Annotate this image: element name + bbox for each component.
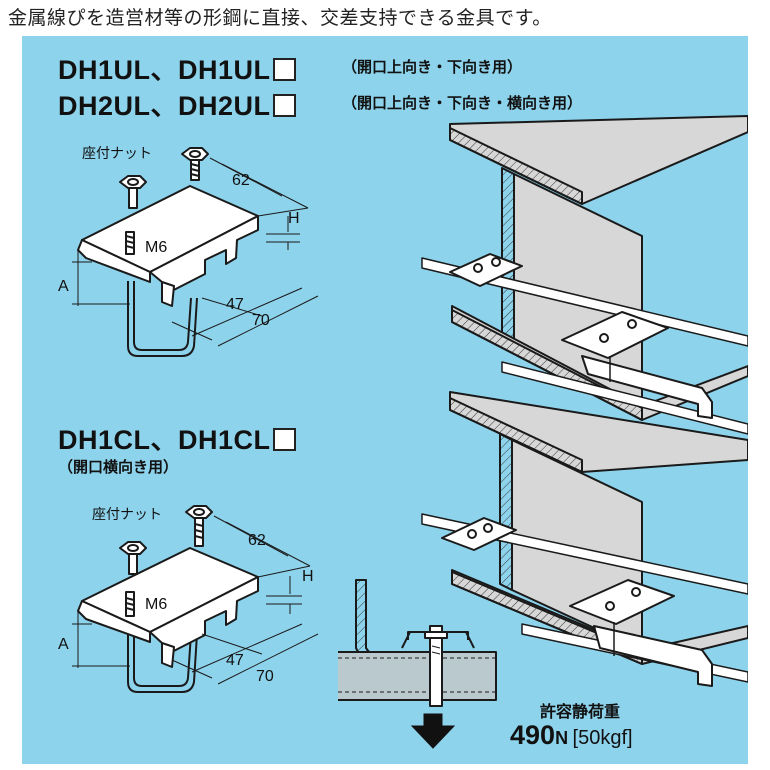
upper-dim-47: 47 (226, 296, 244, 313)
lower-dim-h: H (302, 568, 314, 585)
section-view-drawing (338, 579, 497, 707)
upper-dim-a: A (58, 278, 69, 295)
load-title: 許容静荷重 (540, 702, 621, 721)
down-arrow-icon (410, 713, 456, 749)
load-value-number: 490 (510, 720, 556, 750)
lower-dim-70: 70 (256, 668, 274, 685)
lower-dim-62: 62 (248, 532, 266, 549)
upper-dim-62: 62 (232, 172, 250, 189)
lower-bracket-drawing (72, 505, 319, 693)
upper-model-line2-note: （開口上向き・下向き・横向き用） (342, 94, 583, 112)
upper-model-line2: DH2UL、DH2UL (58, 84, 296, 123)
upper-bracket-drawing (72, 147, 319, 357)
lower-nut-label: 座付ナット (92, 507, 162, 523)
upper-dim-70: 70 (252, 312, 270, 329)
diagram-panel: DH1UL、DH1UL （開口上向き・下向き用） DH2UL、DH2UL （開口… (22, 36, 748, 764)
lower-model-line1-text: DH1CL、DH1CL (58, 425, 271, 455)
header-text: 金属線ぴを造営材等の形鋼に直接、交差支持できる金具です。 (8, 7, 552, 29)
lower-dim-47: 47 (226, 652, 244, 669)
upper-model-line1-note: （開口上向き・下向き用） (342, 58, 523, 76)
lower-model-line1: DH1CL、DH1CL (58, 418, 296, 457)
lower-model-line1-note: （開口横向き用） (58, 458, 179, 476)
upper-dim-h: H (288, 210, 300, 227)
upper-model-line2-text: DH2UL、DH2UL (58, 91, 271, 121)
variant-box-icon (272, 94, 296, 117)
upper-model-line1: DH1UL、DH1UL (58, 48, 296, 87)
upper-model-line1-text: DH1UL、DH1UL (58, 55, 271, 85)
lower-dim-m6: M6 (145, 596, 168, 613)
upper-nut-label: 座付ナット (82, 146, 152, 162)
upper-dim-m6: M6 (145, 239, 168, 256)
load-value-unit: N (555, 728, 569, 748)
upper-nut-left (119, 175, 147, 209)
upper-i-beam-drawing (421, 115, 748, 435)
variant-box-icon (272, 428, 296, 451)
variant-box-icon (272, 58, 296, 81)
header-bar: 金属線ぴを造営材等の形鋼に直接、交差支持できる金具です。 (0, 0, 770, 36)
lower-nut-right (185, 505, 213, 547)
lower-i-beam-drawing (421, 391, 748, 687)
load-value: 490N [50kgf] (510, 720, 633, 751)
lower-dim-a: A (58, 636, 69, 653)
diagram-drawings (72, 115, 748, 749)
lower-nut-left (119, 541, 147, 575)
load-value-alt: [50kgf] (572, 727, 633, 749)
upper-nut-right (181, 147, 209, 181)
